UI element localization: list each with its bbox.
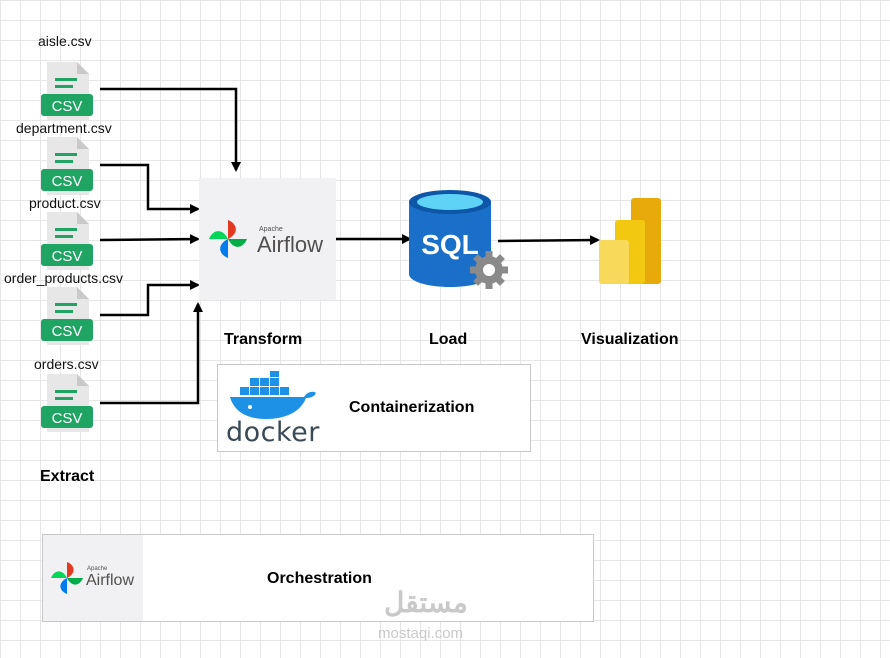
- connector-department: [100, 163, 200, 214]
- stage-containerization: Containerization: [349, 399, 475, 416]
- watermark-latin: mostaqi.com: [378, 625, 464, 642]
- docker-logo-icon: [230, 371, 316, 419]
- csv-badge: CSV: [52, 248, 83, 265]
- connector-product: [99, 234, 200, 245]
- file-label-product: product.csv: [29, 195, 101, 211]
- sql-label: SQL: [421, 229, 479, 260]
- docker-wordmark: docker: [226, 417, 320, 448]
- csv-file-icon: CSV: [41, 62, 93, 120]
- csv-file-icon: CSV: [41, 212, 93, 270]
- power-bi-icon: [599, 198, 661, 284]
- containerization-panel: docker Containerization: [217, 364, 531, 452]
- airflow-logo-icon: [51, 562, 83, 594]
- orchestration-panel: Apache Airflow Orchestration: [42, 534, 594, 622]
- gear-icon: [470, 251, 508, 289]
- airflow-orchestration-box: Apache Airflow: [43, 535, 143, 621]
- airflow-apache-label: Apache: [87, 566, 108, 572]
- csv-file-icon: CSV: [41, 137, 93, 195]
- csv-badge: CSV: [52, 410, 83, 427]
- csv-file-icon: CSV: [41, 374, 93, 432]
- csv-badge: CSV: [52, 323, 83, 340]
- airflow-wordmark: Airflow: [257, 232, 324, 257]
- csv-badge: CSV: [52, 98, 83, 115]
- connector-aisle: [100, 87, 241, 172]
- airflow-wordmark: Airflow: [86, 572, 135, 589]
- file-label-department: department.csv: [16, 120, 112, 136]
- stage-load: Load: [429, 331, 468, 348]
- stage-transform: Transform: [224, 331, 303, 348]
- airflow-apache-label: Apache: [259, 226, 283, 233]
- csv-badge: CSV: [52, 173, 83, 190]
- stage-visualization: Visualization: [581, 331, 679, 348]
- airflow-transform-box: Apache Airflow: [199, 178, 336, 300]
- sql-database-icon: SQL: [409, 190, 508, 289]
- connector-orders: [100, 302, 203, 405]
- stage-orchestration: Orchestration: [267, 570, 372, 587]
- connector-sql-powerbi: [497, 235, 600, 246]
- csv-file-icon: CSV: [41, 287, 93, 345]
- file-label-orders: orders.csv: [34, 356, 99, 372]
- file-label-order-products: order_products.csv: [4, 270, 124, 286]
- file-label-aisle: aisle.csv: [38, 33, 92, 49]
- watermark-arabic: مستقل: [384, 587, 468, 618]
- connector-order-products: [100, 280, 200, 317]
- airflow-logo-icon: [209, 220, 247, 258]
- stage-extract: Extract: [40, 468, 95, 485]
